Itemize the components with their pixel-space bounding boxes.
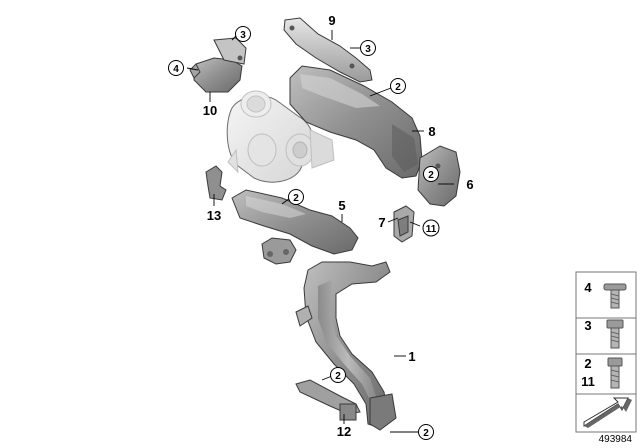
callout-2-pipe-end: 2	[418, 424, 434, 440]
heat-shield-turbo[interactable]	[289, 65, 423, 179]
label-part-7: 7	[378, 215, 385, 230]
heat-shield-exhaust-pipe[interactable]	[295, 261, 397, 431]
label-part-13: 13	[207, 208, 221, 223]
label-part-10: 10	[203, 103, 217, 118]
hex-bolt-icon	[606, 319, 624, 349]
label-part-5: 5	[338, 198, 345, 213]
label-part-1: 1	[408, 349, 415, 364]
callout-2-side-plate: 2	[423, 166, 439, 182]
legend-label-2: 2	[584, 356, 591, 371]
legend-label-3: 3	[584, 318, 591, 333]
callout-text: 2	[428, 170, 434, 181]
callout-3-right: 3	[360, 40, 376, 56]
callout-11: 11	[422, 219, 440, 237]
callout-text: 11	[426, 224, 437, 235]
bracket-upper-left[interactable]	[189, 37, 247, 93]
fastener-legend: 4 3 2 11	[575, 271, 637, 433]
heat-shield-side-plate[interactable]	[417, 145, 461, 207]
legend-label-11: 11	[581, 374, 595, 389]
catalog-number: 493984	[599, 434, 633, 445]
callout-text: 2	[335, 371, 341, 382]
callout-text: 2	[293, 193, 299, 204]
callout-2-bracket-12: 2	[330, 367, 346, 383]
small-bracket-left[interactable]	[205, 165, 227, 201]
clip-bracket[interactable]	[393, 205, 415, 243]
label-part-6: 6	[466, 177, 473, 192]
label-part-8: 8	[428, 124, 435, 139]
callout-text: 3	[365, 44, 371, 55]
turbocharger-illustration	[226, 90, 335, 183]
bracket-lower[interactable]	[295, 379, 361, 421]
stud-bolt-icon	[607, 357, 623, 389]
callout-4: 4	[168, 60, 184, 76]
callout-text: 4	[173, 64, 179, 75]
leader-lines	[186, 30, 454, 433]
callout-text: 2	[395, 82, 401, 93]
catalog-arrow-icon	[583, 397, 632, 428]
label-part-12: 12	[337, 424, 351, 439]
legend-label-4: 4	[584, 280, 592, 295]
callout-2-shield-5: 2	[288, 189, 304, 205]
label-part-9: 9	[328, 13, 335, 28]
heat-shield-upper[interactable]	[283, 17, 373, 83]
callout-text: 3	[240, 30, 246, 41]
flange-bolt-icon	[603, 283, 627, 309]
callout-text: 2	[423, 428, 429, 439]
callout-2-shield-8: 2	[390, 78, 406, 94]
support-bracket-middle[interactable]	[261, 237, 297, 265]
callout-3-top: 3	[235, 26, 251, 42]
